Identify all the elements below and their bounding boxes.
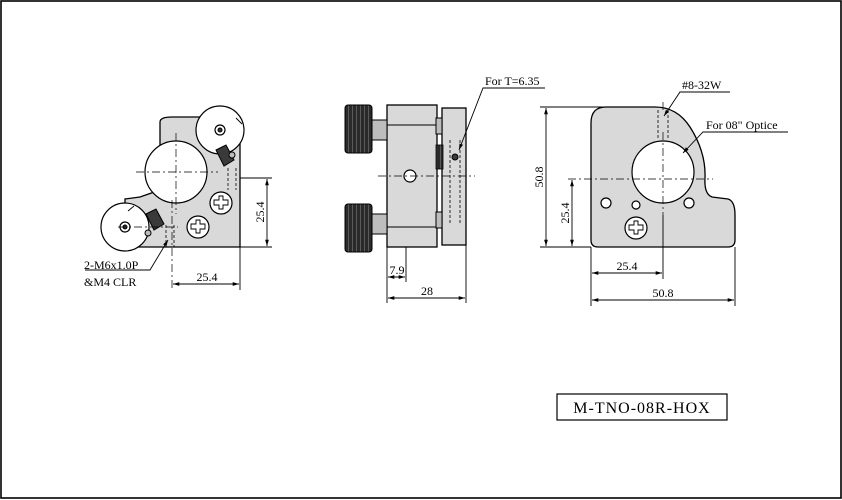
back-view-optic-note: For 08" Optice: [706, 118, 778, 132]
side-view-offset-dim: 7.9: [390, 263, 405, 277]
front-view-height-dim: 25.4: [253, 202, 267, 223]
back-view-thread-note: #8-32W: [682, 78, 722, 92]
part-number-box: M-TNO-08R-HOX: [556, 393, 728, 421]
back-view-center-height-dim: 25.4: [558, 203, 572, 224]
back-view: #8-32W For 08" Optice 50.8 25.4 25.4 50.…: [532, 78, 788, 306]
side-view-thickness-note: For T=6.35: [485, 74, 540, 88]
front-view-thread-note: 2-M6x1.0P: [84, 258, 139, 272]
back-view-center-offset-dim: 25.4: [617, 259, 638, 273]
part-number: M-TNO-08R-HOX: [573, 400, 710, 417]
front-view-screw: [209, 191, 233, 215]
front-view-clearance-note: &M4 CLR: [84, 275, 136, 289]
side-view-lower-knob: [344, 203, 373, 253]
side-view-upper-knob: [344, 104, 373, 154]
front-view: 25.4 25.4 2-M6x1.0P &M4 CLR: [84, 105, 272, 290]
front-view-width-dim: 25.4: [197, 270, 218, 284]
side-view-plate: [441, 107, 467, 246]
side-view-depth-dim: 28: [421, 284, 433, 298]
back-view-total-width-dim: 50.8: [653, 286, 674, 300]
side-view: For T=6.35 7.9 28: [344, 74, 545, 303]
back-view-screw: [624, 216, 648, 240]
side-view-spring: [435, 144, 444, 170]
back-view-total-height-dim: 50.8: [532, 167, 546, 188]
